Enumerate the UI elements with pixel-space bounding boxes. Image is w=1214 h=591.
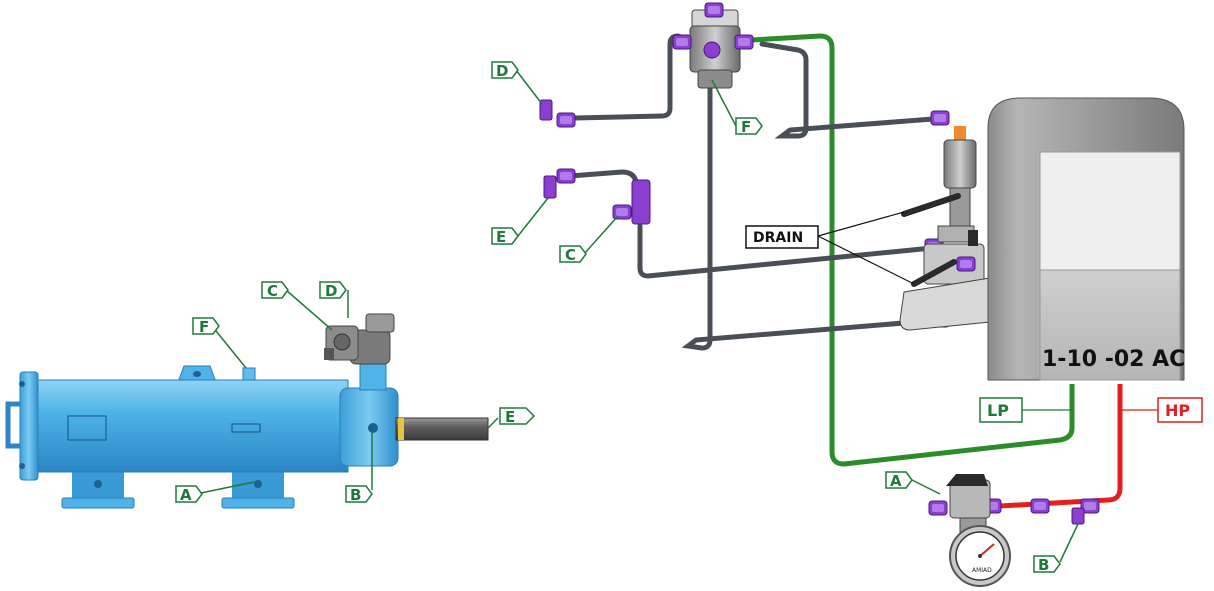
left-end-flange (19, 371, 39, 481)
right-callout-e: E (491, 197, 549, 246)
right-callout-c: C (559, 215, 619, 264)
drain-label: DRAIN (753, 230, 803, 246)
left-callout-a-label: A (180, 486, 192, 504)
left-callout-e: E (487, 407, 536, 429)
control-valve (324, 313, 395, 365)
outlet-shaft (395, 417, 489, 441)
right-callout-f: F (711, 79, 763, 136)
left-callout-b: B (345, 432, 373, 504)
controller-label: 1-10 -02 AC (1042, 347, 1185, 372)
left-callout-c: C (261, 281, 333, 331)
hp-label: HP (1165, 401, 1190, 420)
lp-tube (751, 33, 1075, 467)
left-callout-d: D (319, 281, 349, 318)
left-callout-a: A (175, 481, 255, 504)
right-callout-a-label: A (890, 472, 902, 490)
right-callout-f-label: F (741, 118, 751, 136)
hp-callout: HP (1120, 397, 1203, 423)
left-callout-b-label: B (350, 486, 361, 504)
tank-body (35, 379, 349, 473)
left-callout-f: F (192, 317, 247, 369)
pressure-gauge-assembly: AMIAD (946, 474, 1011, 587)
tube-fittings (539, 99, 1100, 525)
right-callout-e-label: E (496, 228, 506, 246)
left-callout-e-label: E (505, 408, 515, 426)
riser-pipe (359, 361, 387, 391)
left-callout-d-label: D (325, 282, 337, 300)
right-callout-d-label: D (496, 62, 508, 80)
right-callout-b-label: B (1038, 556, 1049, 574)
right-callout-d: D (491, 61, 543, 105)
right-callout-c-label: C (565, 246, 576, 264)
control-tubes (567, 33, 949, 351)
solenoid-stack (899, 126, 991, 331)
gauge-brand: AMIAD (972, 567, 992, 574)
left-filter-assembly (5, 313, 489, 509)
hp-tube (999, 384, 1123, 509)
right-callout-a: A (885, 471, 941, 495)
pilot-valve (672, 2, 754, 89)
lp-label: LP (987, 401, 1009, 420)
controller-box: 1-10 -02 AC (987, 97, 1185, 381)
left-callout-c-label: C (267, 282, 278, 300)
left-callout-f-label: F (199, 318, 209, 336)
lp-callout: LP (979, 397, 1072, 423)
drain-callout: DRAIN (745, 211, 915, 285)
right-control-assembly: 1-10 -02 AC AMIAD (539, 2, 1185, 587)
right-callout-b: B (1033, 523, 1079, 574)
